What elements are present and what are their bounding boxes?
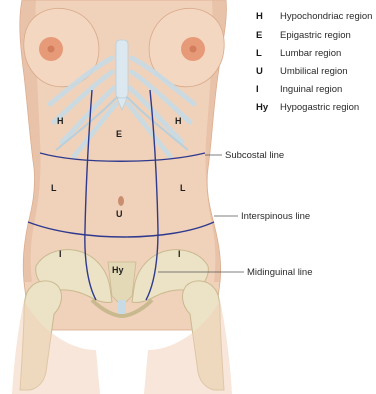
region-label-i-left: I xyxy=(59,249,62,259)
legend-code: I xyxy=(256,84,259,95)
callout-interspinous-line: Interspinous line xyxy=(241,211,310,222)
left-nipple xyxy=(48,46,55,53)
region-label-l-right: L xyxy=(180,183,186,193)
region-label-h-right: H xyxy=(175,116,182,126)
legend-code: U xyxy=(256,66,263,77)
legend-text: Inguinal region xyxy=(280,84,342,95)
legend-code: Hy xyxy=(256,102,269,113)
callout-subcostal-line: Subcostal line xyxy=(225,150,284,161)
region-label-h-left: H xyxy=(57,116,64,126)
umbilicus xyxy=(118,196,124,206)
legend-text: Hypochondriac region xyxy=(280,11,372,22)
legend-code: E xyxy=(256,30,262,41)
right-nipple xyxy=(190,46,197,53)
region-label-umbilical: U xyxy=(116,209,123,219)
legend: H Hypochondriac region E Epigastric regi… xyxy=(256,11,372,113)
legend-text: Hypogastric region xyxy=(280,102,359,113)
sternum xyxy=(116,40,128,98)
region-label-i-right: I xyxy=(178,249,181,259)
region-label-l-left: L xyxy=(51,183,57,193)
legend-text: Lumbar region xyxy=(280,48,341,59)
region-label-epigastric: E xyxy=(116,129,122,139)
legend-text: Epigastric region xyxy=(280,30,351,41)
legend-code: H xyxy=(256,11,263,22)
legend-text: Umbilical region xyxy=(280,66,348,77)
callout-midinguinal-line: Midinguinal line xyxy=(247,267,312,278)
legend-code: L xyxy=(256,48,262,59)
pubic-symphysis xyxy=(118,300,126,314)
region-label-hypogastric: Hy xyxy=(112,265,124,275)
